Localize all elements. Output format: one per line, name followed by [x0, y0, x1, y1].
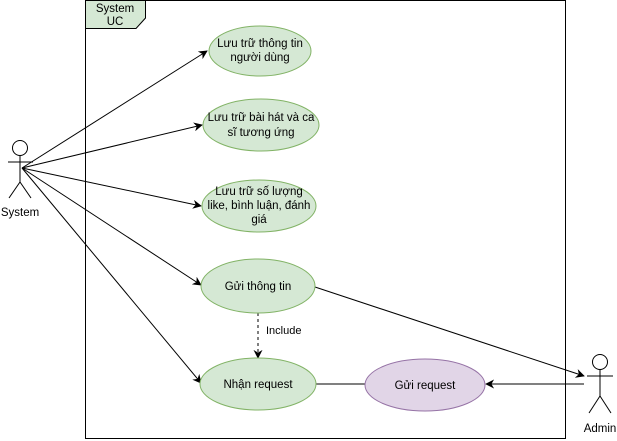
uc2-line1: Lưu trữ bài hát và ca: [208, 112, 315, 124]
assoc-system-uc1: [21, 50, 208, 169]
system-associations: [21, 50, 208, 384]
assoc-uc4-admin: [314, 286, 585, 378]
uc1-line1: Lưu trữ thông tin: [217, 38, 303, 50]
assoc-system-uc2: [21, 122, 203, 169]
system-boundary: System UC: [85, 0, 566, 439]
use-case-nhan-request[interactable]: Nhận request: [199, 357, 317, 411]
actor-system-label: System: [1, 207, 39, 219]
assoc-system-uc5: [21, 167, 202, 384]
include-label: Include: [266, 325, 301, 337]
actor-admin[interactable]: [587, 354, 613, 414]
use-case-luu-tru-so-luong[interactable]: Lưu trữ số lượng like, bình luận, đánh g…: [201, 179, 317, 233]
boundary-title-line2: UC: [107, 16, 124, 28]
uc1-line2: người dùng: [230, 52, 289, 64]
use-case-luu-tru-bai-hat[interactable]: Lưu trữ bài hát và ca sĩ tương ứng: [202, 98, 320, 152]
actor-system[interactable]: [8, 140, 33, 199]
use-case-luu-tru-thong-tin[interactable]: Lưu trữ thông tin người dùng: [208, 25, 312, 77]
uc3-line1: Lưu trữ số lượng: [215, 186, 303, 198]
actor-admin-label: Admin: [584, 423, 617, 435]
boundary-title-tab: [85, 0, 146, 29]
uc6-line1: Gửi request: [395, 380, 457, 392]
uc2-line2: sĩ tương ứng: [227, 127, 294, 139]
uc5-line1: Nhận request: [223, 379, 293, 391]
assoc-system-uc4: [21, 167, 202, 286]
use-case-gui-request[interactable]: Gửi request: [364, 358, 486, 412]
uc4-line1: Gửi thông tin: [225, 281, 292, 293]
use-case-gui-thong-tin[interactable]: Gửi thông tin: [200, 258, 316, 314]
actor-head-icon: [12, 140, 28, 156]
assoc-system-uc3: [21, 167, 202, 209]
uc3-line3: giá: [251, 214, 267, 226]
uc3-line2: like, bình luận, đánh: [208, 200, 311, 212]
actor-head-icon: [592, 354, 608, 370]
boundary-title-line1: System: [96, 3, 134, 15]
